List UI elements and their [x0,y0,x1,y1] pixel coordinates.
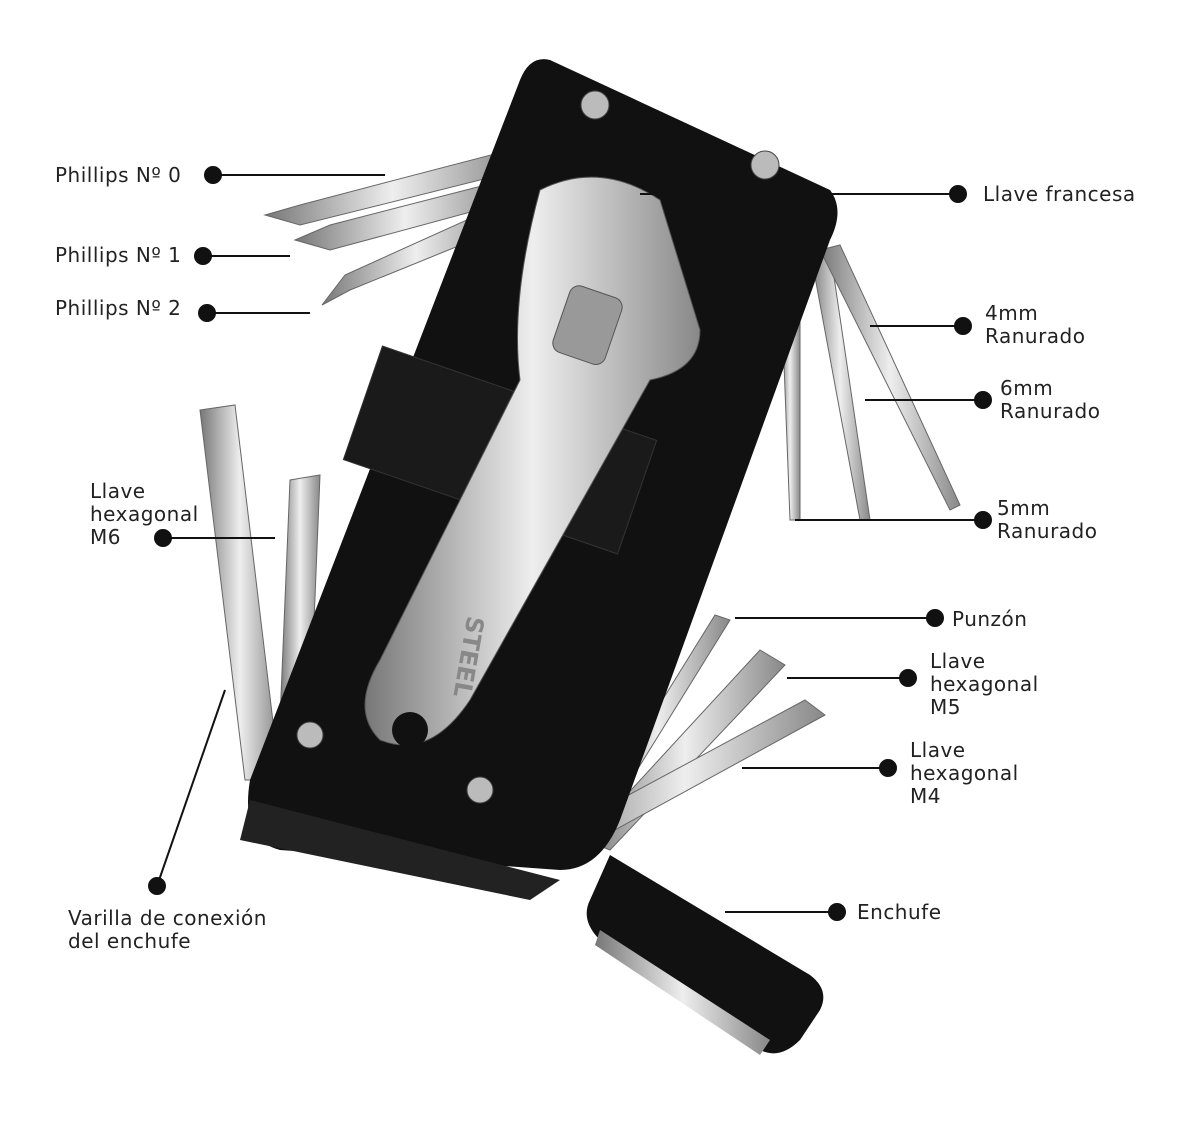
tool-body: STEEL [240,59,838,900]
label-llave-francesa: Llave francesa [983,182,1136,206]
label-line: hexagonal [930,672,1039,696]
label-line: 5mm [997,496,1051,520]
label-line: M5 [930,695,961,719]
label-line: Ranurado [985,324,1086,348]
label-line: Llave [910,738,966,762]
label-line: del enchufe [68,929,192,953]
label-line: 4mm [985,301,1039,325]
label-line: 6mm [1000,376,1054,400]
label-punzon: Punzón [952,607,1028,631]
label-line: Llave [930,649,986,673]
label-line: hexagonal [910,761,1019,785]
label-line: Llave [90,479,146,503]
label-line: Ranurado [997,519,1098,543]
label-line: M4 [910,784,941,808]
label-line: M6 [90,525,121,549]
leader-lines [148,166,992,921]
label-enchufe: Enchufe [857,900,942,924]
label-phillips-0: Phillips Nº 0 [55,163,182,187]
label-phillips-1: Phillips Nº 1 [55,243,182,267]
socket-tool [586,855,824,1055]
label-line: Varilla de conexión [68,906,267,930]
label-phillips-2: Phillips Nº 2 [55,296,182,320]
label-line: hexagonal [90,502,199,526]
label-line: Ranurado [1000,399,1101,423]
